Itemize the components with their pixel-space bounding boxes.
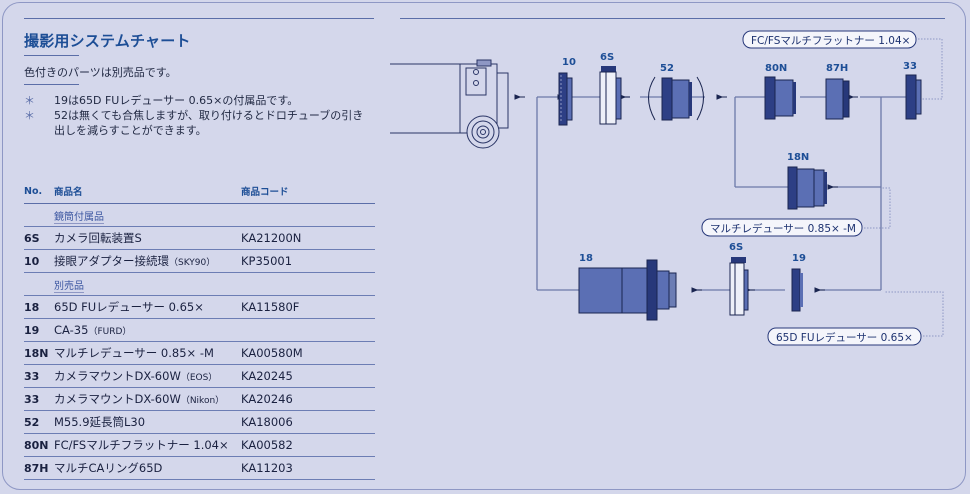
part-name: カメラマウントDX-60W（EOS）	[54, 364, 241, 388]
table-row: 10 接眼アダプター接続環（SKY90） KP35001	[24, 249, 375, 273]
system-diagram: 10 6S 52 80N 87H 33 18N	[390, 30, 944, 346]
callout-reducer-085: マルチレデューサー 0.85× -M	[701, 187, 891, 237]
part-no: 87H	[24, 456, 54, 480]
part-label-10: 10	[562, 57, 576, 68]
part-name: マルチレデューサー 0.85× -M	[54, 341, 241, 365]
part-label-87h: 87H	[826, 63, 848, 74]
part-no: 6S	[24, 226, 54, 250]
note-item-text: 19は65D FUレデューサー 0.65×の付属品です。	[54, 94, 299, 107]
callout-flattener: FC/FSマルチフラットナー 1.04×	[742, 30, 943, 100]
note-text: 色付きのパーツは別売品です。	[24, 66, 177, 79]
part-code: KP35001	[241, 249, 375, 273]
note-item-text: 52は無くても合焦しますが、取り付けるとドロチューブの引き出しを減らすことができ…	[54, 109, 364, 137]
part-6s-rotator	[599, 66, 622, 125]
part-code: KA00580M	[241, 341, 375, 365]
callout-label: FC/FSマルチフラットナー 1.04×	[751, 35, 910, 47]
part-no: 19	[24, 318, 54, 342]
part-label-19: 19	[792, 253, 806, 264]
part-80n-flattener	[764, 76, 796, 120]
part-code: KA00582	[241, 433, 375, 457]
part-code: KA11203	[241, 456, 375, 480]
part-87h-ca-ring	[825, 78, 850, 120]
divider	[24, 84, 79, 85]
part-10-adapter	[558, 72, 573, 126]
part-name: M55.9延長筒L30	[54, 410, 241, 434]
table-row: 33 カメラマウントDX-60W（EOS） KA20245	[24, 364, 375, 388]
part-code: KA18006	[241, 410, 375, 434]
part-name: FC/FSマルチフラットナー 1.04×	[54, 433, 241, 457]
section-row: 鏡筒付属品	[24, 203, 375, 227]
part-no: 80N	[24, 433, 54, 457]
part-33-camera-mount	[905, 74, 922, 120]
table-row: 80N FC/FSマルチフラットナー 1.04× KA00582	[24, 433, 375, 457]
part-code: KA11580F	[241, 295, 375, 319]
part-label-6s: 6S	[600, 52, 614, 63]
col-no: No.	[24, 180, 54, 204]
callout-label: 65D FUレデューサー 0.65×	[776, 331, 913, 344]
table-row: 33 カメラマウントDX-60W（Nikon） KA20246	[24, 387, 375, 411]
part-6s-rotator-bottom	[729, 257, 749, 316]
section-row: 別売品	[24, 272, 375, 296]
part-no: 18	[24, 295, 54, 319]
telescope-focuser	[390, 59, 509, 149]
table-row: 52 M55.9延長筒L30 KA18006	[24, 410, 375, 434]
part-name: マルチCAリング65D	[54, 456, 241, 480]
part-no: 33	[24, 387, 54, 411]
notes-list: ＊ 19は65D FUレデューサー 0.65×の付属品です。 ＊ 52は無くても…	[24, 93, 374, 138]
part-18n-reducer	[787, 166, 827, 210]
part-name: カメラ回転装置S	[54, 226, 241, 250]
asterisk-icon: ＊	[24, 94, 35, 107]
part-code: KA21200N	[241, 226, 375, 250]
table-row: 18N マルチレデューサー 0.85× -M KA00580M	[24, 341, 375, 365]
part-no: 18N	[24, 341, 54, 365]
part-label-18n: 18N	[787, 152, 809, 163]
asterisk-icon: ＊	[24, 109, 35, 122]
callout-reducer-065: 65D FUレデューサー 0.65×	[767, 291, 944, 346]
table-row: 87H マルチCAリング65D KA11203	[24, 456, 375, 480]
section-label: 別売品	[54, 280, 84, 293]
part-code: KA20245	[241, 364, 375, 388]
table-header-row: No. 商品名 商品コード	[24, 180, 375, 204]
divider	[400, 18, 945, 19]
parts-table: No. 商品名 商品コード 鏡筒付属品 6S カメラ回転装置S KA21200N…	[24, 180, 375, 480]
part-52-extension-tube	[648, 76, 704, 121]
part-no: 10	[24, 249, 54, 273]
part-label-18: 18	[579, 253, 593, 264]
part-18-reducer	[578, 259, 677, 321]
col-name: 商品名	[54, 180, 241, 204]
part-no: 52	[24, 410, 54, 434]
part-19-ca35	[791, 268, 803, 312]
callout-label: マルチレデューサー 0.85× -M	[710, 222, 856, 235]
part-name: カメラマウントDX-60W（Nikon）	[54, 387, 241, 411]
table-row: 18 65D FUレデューサー 0.65× KA11580F	[24, 295, 375, 319]
part-name: 接眼アダプター接続環（SKY90）	[54, 249, 241, 273]
part-label-33: 33	[903, 61, 917, 72]
col-code: 商品コード	[241, 180, 375, 204]
part-code: KA20246	[241, 387, 375, 411]
part-name: 65D FUレデューサー 0.65×	[54, 295, 241, 319]
note-item: ＊ 19は65D FUレデューサー 0.65×の付属品です。	[24, 93, 374, 108]
table-row: 6S カメラ回転装置S KA21200N	[24, 226, 375, 250]
divider	[24, 18, 374, 19]
part-no: 33	[24, 364, 54, 388]
part-label-6s-bottom: 6S	[729, 242, 743, 253]
divider	[24, 55, 79, 56]
table-row: 19 CA-35（FURD）	[24, 318, 375, 342]
part-label-80n: 80N	[765, 63, 787, 74]
part-label-52: 52	[660, 63, 674, 74]
section-label: 鏡筒付属品	[54, 211, 104, 224]
page-title: 撮影用システムチャート	[24, 32, 191, 50]
note-item: ＊ 52は無くても合焦しますが、取り付けるとドロチューブの引き出しを減らすことが…	[24, 108, 374, 138]
part-code	[241, 318, 375, 342]
part-name: CA-35（FURD）	[54, 318, 241, 342]
connector-lines	[536, 96, 910, 291]
